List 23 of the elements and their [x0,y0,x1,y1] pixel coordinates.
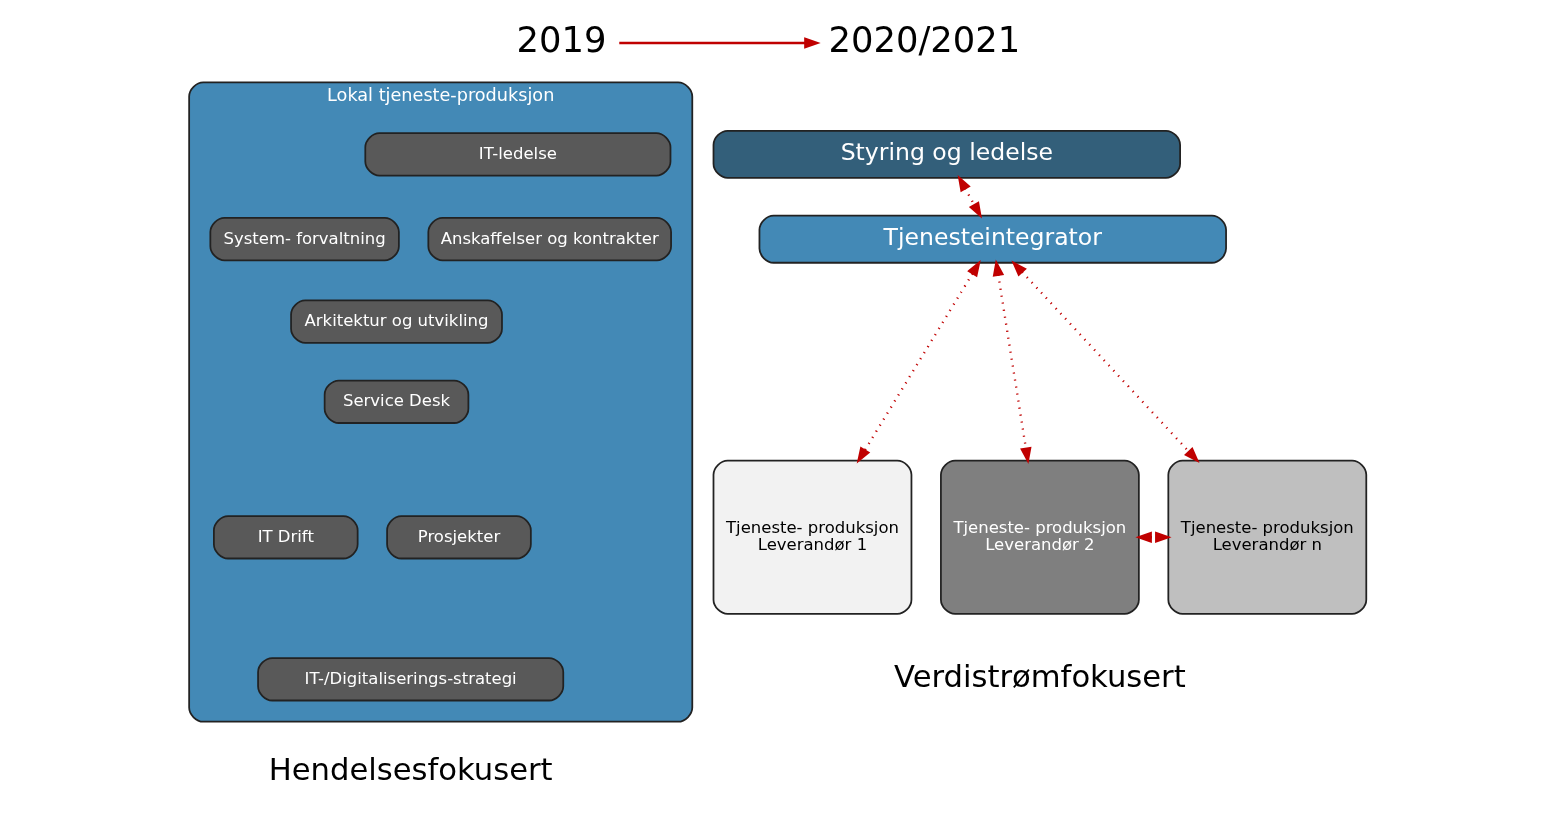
arrow [1134,531,1172,544]
arrow [992,259,1031,464]
arrow [618,37,821,49]
node-label: Hendelsesfokusert [268,751,553,787]
arrow [957,174,982,219]
node-box: Tjeneste- produksjon Leverandør 1 [712,459,912,615]
node-box: Tjenesteintegrator [758,214,1227,264]
node-box: System- forvaltning [208,217,400,262]
node-box: Styring og ledelse [712,129,1181,179]
node-box: Anskaffelser og kontrakter [426,217,672,262]
node-box: IT-/Digitaliserings-strategi [256,657,564,702]
arrow [856,260,981,464]
node-box: Tjeneste- produksjon Leverandør n [1166,459,1367,615]
node-box: Prosjekter [385,515,532,560]
node-box: Tjeneste- produksjon Leverandør 2 [939,459,1140,615]
node-box: Arkitektur og utvikling [289,299,503,344]
node-text: 2020/2021 [828,18,1020,60]
node-box: IT-ledelse [363,132,671,177]
node-box: IT Drift [212,515,359,560]
node-text: 2019 [516,18,606,60]
arrow [1010,260,1199,464]
node-box: Service Desk [323,379,469,424]
label: Verdistrømfokusert [893,658,1186,694]
